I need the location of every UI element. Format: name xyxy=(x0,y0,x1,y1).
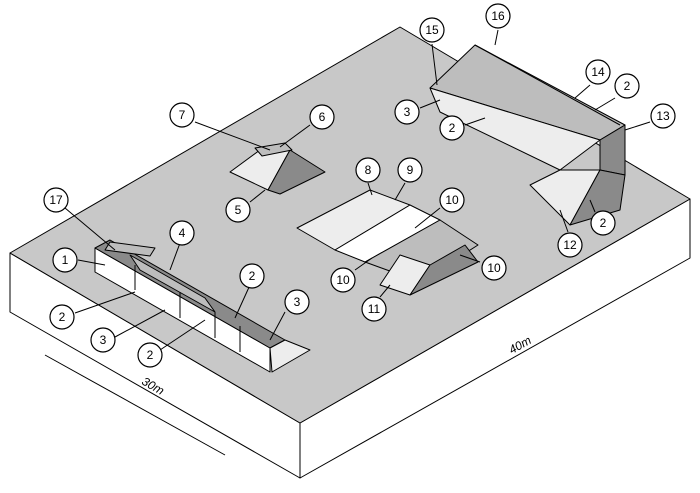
callout-label: 3 xyxy=(100,333,107,347)
leader-lines xyxy=(64,29,651,351)
leader xyxy=(234,284,251,319)
callout-marker: 6 xyxy=(309,104,335,130)
callout-label: 17 xyxy=(49,193,63,207)
funbox xyxy=(229,142,326,195)
leader xyxy=(574,84,591,99)
callout-marker: 10 xyxy=(481,255,507,281)
left-ramp-block-17 xyxy=(104,241,156,257)
leader xyxy=(464,117,486,126)
leader xyxy=(367,182,373,196)
callout-label: 10 xyxy=(487,261,501,275)
callout-marker: 2 xyxy=(49,304,75,330)
leader xyxy=(169,242,181,271)
callouts: 1 2 3 2 4 17 2 3 7 6 5 8 9 10 10 10 11 1… xyxy=(43,3,676,368)
leader xyxy=(394,182,406,201)
callout-label: 16 xyxy=(491,9,505,23)
leader xyxy=(414,207,441,229)
callout-marker: 9 xyxy=(397,157,423,183)
callout-label: 1 xyxy=(62,253,69,267)
callout-marker: 11 xyxy=(361,296,387,322)
callout-label: 10 xyxy=(445,193,459,207)
left-ramp-structure xyxy=(94,239,311,373)
leader xyxy=(431,43,438,86)
center-obstacle xyxy=(296,189,479,296)
callout-marker: 17 xyxy=(43,187,69,213)
callout-label: 2 xyxy=(249,269,256,283)
callout-marker: 13 xyxy=(650,103,676,129)
callout-label: 2 xyxy=(624,79,631,93)
leader xyxy=(419,99,441,109)
callout-label: 3 xyxy=(294,295,301,309)
funbox-top xyxy=(254,142,293,157)
leader xyxy=(269,311,286,341)
right-ramp-structure xyxy=(429,44,626,226)
callout-marker: 3 xyxy=(90,327,116,353)
leader xyxy=(114,309,166,338)
callout-label: 2 xyxy=(600,216,607,230)
callout-label: 8 xyxy=(365,163,372,177)
callout-label: 4 xyxy=(179,226,186,240)
callout-label: 13 xyxy=(656,109,670,123)
callout-label: 9 xyxy=(407,163,414,177)
callout-marker: 8 xyxy=(355,157,381,183)
callout-marker: 2 xyxy=(137,342,163,368)
callout-label: 2 xyxy=(59,310,66,324)
callout-marker: 2 xyxy=(239,263,265,289)
right-ramp-railing xyxy=(474,44,621,126)
callout-label: 12 xyxy=(563,238,577,252)
leader xyxy=(194,121,271,151)
callout-label: 2 xyxy=(449,121,456,135)
leader xyxy=(589,199,596,213)
leader xyxy=(594,97,616,111)
leader xyxy=(74,291,136,314)
callout-marker: 16 xyxy=(485,3,511,29)
callout-label: 6 xyxy=(319,110,326,124)
leader xyxy=(279,124,311,148)
callout-marker: 4 xyxy=(169,220,195,246)
callout-marker: 14 xyxy=(585,59,611,85)
callout-marker: 3 xyxy=(394,99,420,125)
leader xyxy=(559,209,569,233)
callout-label: 14 xyxy=(591,65,605,79)
callout-marker: 7 xyxy=(169,102,195,128)
center-kicker-side xyxy=(409,244,479,296)
leader xyxy=(354,257,373,271)
leader xyxy=(459,254,481,263)
leader xyxy=(494,29,499,46)
leader xyxy=(249,189,266,203)
left-ramp-end-slope xyxy=(269,339,311,373)
callout-marker: 10 xyxy=(439,187,465,213)
callout-label: 15 xyxy=(425,23,439,37)
width-dimension-line xyxy=(44,354,226,456)
callout-marker: 15 xyxy=(419,17,445,43)
callout-marker: 3 xyxy=(284,289,310,315)
leader xyxy=(379,284,391,298)
callout-marker: 5 xyxy=(225,197,251,223)
callout-label: 3 xyxy=(404,105,411,119)
callout-marker: 2 xyxy=(614,73,640,99)
callout-marker: 2 xyxy=(590,210,616,236)
callout-label: 11 xyxy=(368,302,381,316)
callout-label: 5 xyxy=(235,203,242,217)
leader xyxy=(624,121,651,131)
leader xyxy=(64,207,116,251)
callout-label: 10 xyxy=(336,273,350,287)
callout-marker: 10 xyxy=(330,267,356,293)
callout-marker: 12 xyxy=(557,232,583,258)
leader xyxy=(77,259,106,266)
leader xyxy=(159,319,206,351)
callout-label: 7 xyxy=(179,108,186,122)
callout-label: 2 xyxy=(147,348,154,362)
callout-marker: 2 xyxy=(439,115,465,141)
callout-marker: 1 xyxy=(52,247,78,273)
funbox-right-slope xyxy=(267,149,326,195)
